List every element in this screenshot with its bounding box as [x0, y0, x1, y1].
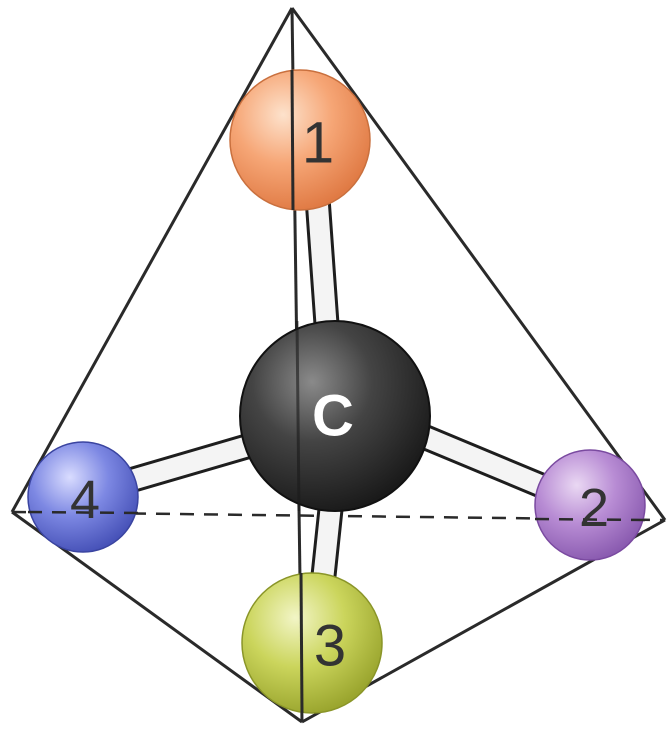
- edge-apex-left: [10, 7, 294, 513]
- atom-2-label: 2: [579, 478, 609, 538]
- edge-apex-right: [290, 7, 667, 521]
- bond-c-2: [395, 417, 565, 503]
- carbon-atom: C: [239, 320, 431, 512]
- atom-4-label: 4: [70, 470, 100, 530]
- atom-4: 4: [27, 441, 139, 553]
- atom-3: 3: [241, 572, 383, 714]
- bond-c-4: [112, 429, 275, 495]
- atom-3-label: 3: [314, 614, 346, 679]
- atom-1: 1: [229, 69, 371, 211]
- atom-1-label: 1: [302, 111, 334, 176]
- carbon-label: C: [312, 384, 354, 449]
- atom-2: 2: [534, 449, 646, 561]
